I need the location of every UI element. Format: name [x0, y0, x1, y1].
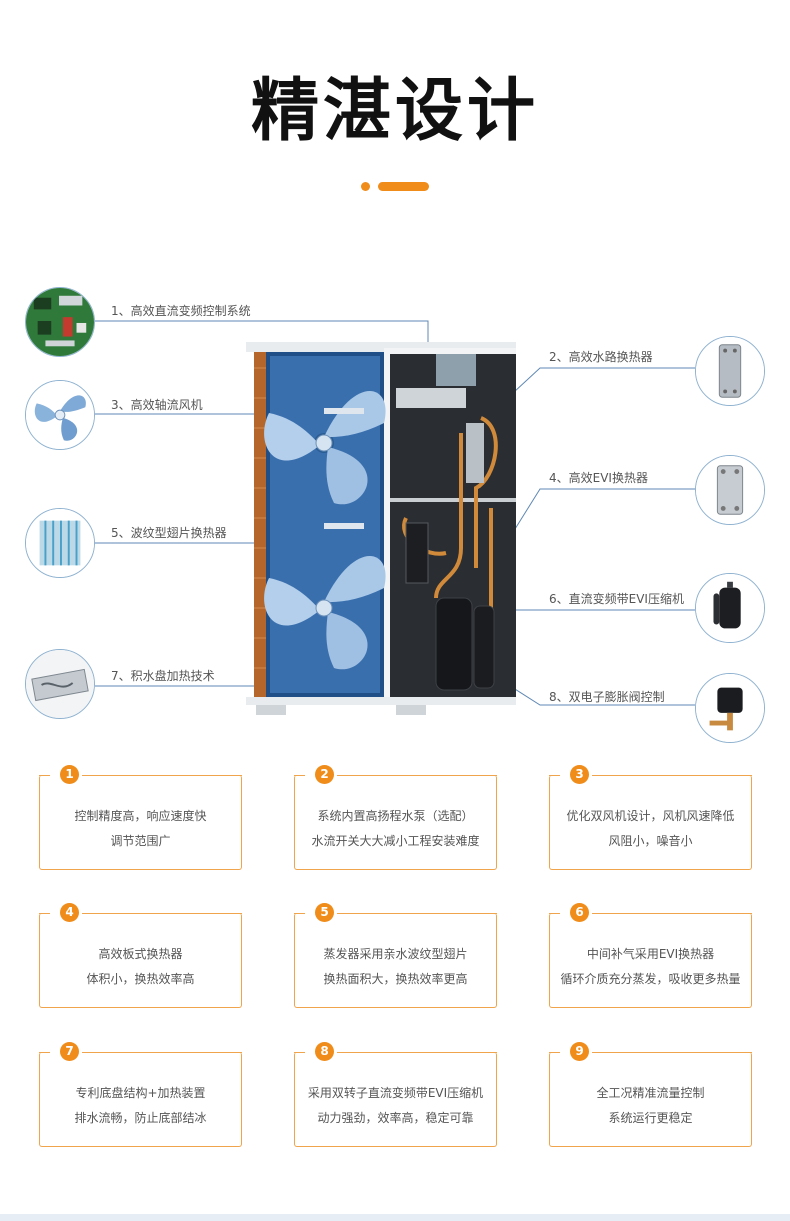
- feature-card-number: 2: [315, 765, 334, 784]
- feature-card-line2: 调节范围广: [110, 834, 171, 848]
- feature-card-line1: 中间补气采用EVI换热器: [586, 947, 715, 961]
- feature-card-line1: 控制精度高，响应速度快: [74, 809, 207, 823]
- feature-card-number: 9: [570, 1042, 589, 1061]
- fin-heat-exchanger-icon: [25, 508, 95, 578]
- feature-card-line1: 优化双风机设计，风机风速降低: [566, 809, 735, 823]
- feature-card-line2: 动力强劲，效率高，稳定可靠: [317, 1111, 474, 1125]
- plate-heat-exchanger-icon: [695, 336, 765, 406]
- feature-card-line1: 全工况精准流量控制: [596, 1086, 705, 1100]
- feature-card-number: 8: [315, 1042, 334, 1061]
- callout-label-8: 8、双电子膨胀阀控制: [549, 690, 665, 704]
- feature-card-line2: 风阻小，噪音小: [608, 834, 693, 848]
- title-decoration-dot: [361, 182, 370, 191]
- feature-card-line1: 系统内置高扬程水泵（选配）: [317, 809, 474, 823]
- feature-card-line2: 体积小，换热效率高: [86, 972, 195, 986]
- feature-card-number: 7: [60, 1042, 79, 1061]
- feature-card-number: 1: [60, 765, 79, 784]
- feature-card-number: 4: [60, 903, 79, 922]
- compressor-icon: [695, 573, 765, 643]
- heat-pump-cutaway-illustration: [246, 338, 518, 720]
- feature-card-line2: 换热面积大，换热效率更高: [323, 972, 468, 986]
- feature-card-4: 4 高效板式换热器 体积小，换热效率高: [39, 903, 242, 1008]
- feature-card-2: 2 系统内置高扬程水泵（选配） 水流开关大大减小工程安装难度: [294, 765, 497, 870]
- feature-card-5: 5 蒸发器采用亲水波纹型翅片 换热面积大，换热效率更高: [294, 903, 497, 1008]
- feature-card-line1: 蒸发器采用亲水波纹型翅片: [323, 947, 468, 961]
- feature-card-line1: 采用双转子直流变频带EVI压缩机: [307, 1086, 484, 1100]
- callout-label-5: 5、波纹型翅片换热器: [111, 526, 227, 540]
- feature-card-number: 3: [570, 765, 589, 784]
- feature-card-line2: 水流开关大大减小工程安装难度: [311, 834, 480, 848]
- feature-card-7: 7 专利底盘结构+加热装置 排水流畅，防止底部结冰: [39, 1042, 242, 1147]
- feature-card-line2: 循环介质充分蒸发，吸收更多热量: [560, 972, 741, 986]
- axial-fan-icon: [25, 380, 95, 450]
- feature-card-line2: 排水流畅，防止底部结冰: [74, 1111, 207, 1125]
- callout-label-1: 1、高效直流变频控制系统: [111, 304, 251, 318]
- page-title: 精湛设计: [250, 72, 539, 151]
- feature-card-6: 6 中间补气采用EVI换热器 循环介质充分蒸发，吸收更多热量: [549, 903, 752, 1008]
- evi-heat-exchanger-icon: [695, 455, 765, 525]
- feature-card-line1: 专利底盘结构+加热装置: [75, 1086, 206, 1100]
- callout-label-2: 2、高效水路换热器: [549, 350, 653, 364]
- feature-card-number: 6: [570, 903, 589, 922]
- callout-label-4: 4、高效EVI换热器: [549, 471, 648, 485]
- callout-label-3: 3、高效轴流风机: [111, 398, 203, 412]
- title-decoration-bar: [378, 182, 429, 191]
- feature-card-line1: 高效板式换热器: [98, 947, 183, 961]
- feature-card-3: 3 优化双风机设计，风机风速降低 风阻小，噪音小: [549, 765, 752, 870]
- footer-strip: [0, 1214, 790, 1221]
- feature-card-8: 8 采用双转子直流变频带EVI压缩机 动力强劲，效率高，稳定可靠: [294, 1042, 497, 1147]
- feature-card-1: 1 控制精度高，响应速度快 调节范围广: [39, 765, 242, 870]
- feature-card-number: 5: [315, 903, 334, 922]
- expansion-valve-icon: [695, 673, 765, 743]
- feature-card-9: 9 全工况精准流量控制 系统运行更稳定: [549, 1042, 752, 1147]
- circuit-board-icon: [25, 287, 95, 357]
- drip-tray-icon: [25, 649, 95, 719]
- callout-label-6: 6、直流变频带EVI压缩机: [549, 592, 684, 606]
- feature-card-line2: 系统运行更稳定: [608, 1111, 693, 1125]
- callout-label-7: 7、积水盘加热技术: [111, 669, 215, 683]
